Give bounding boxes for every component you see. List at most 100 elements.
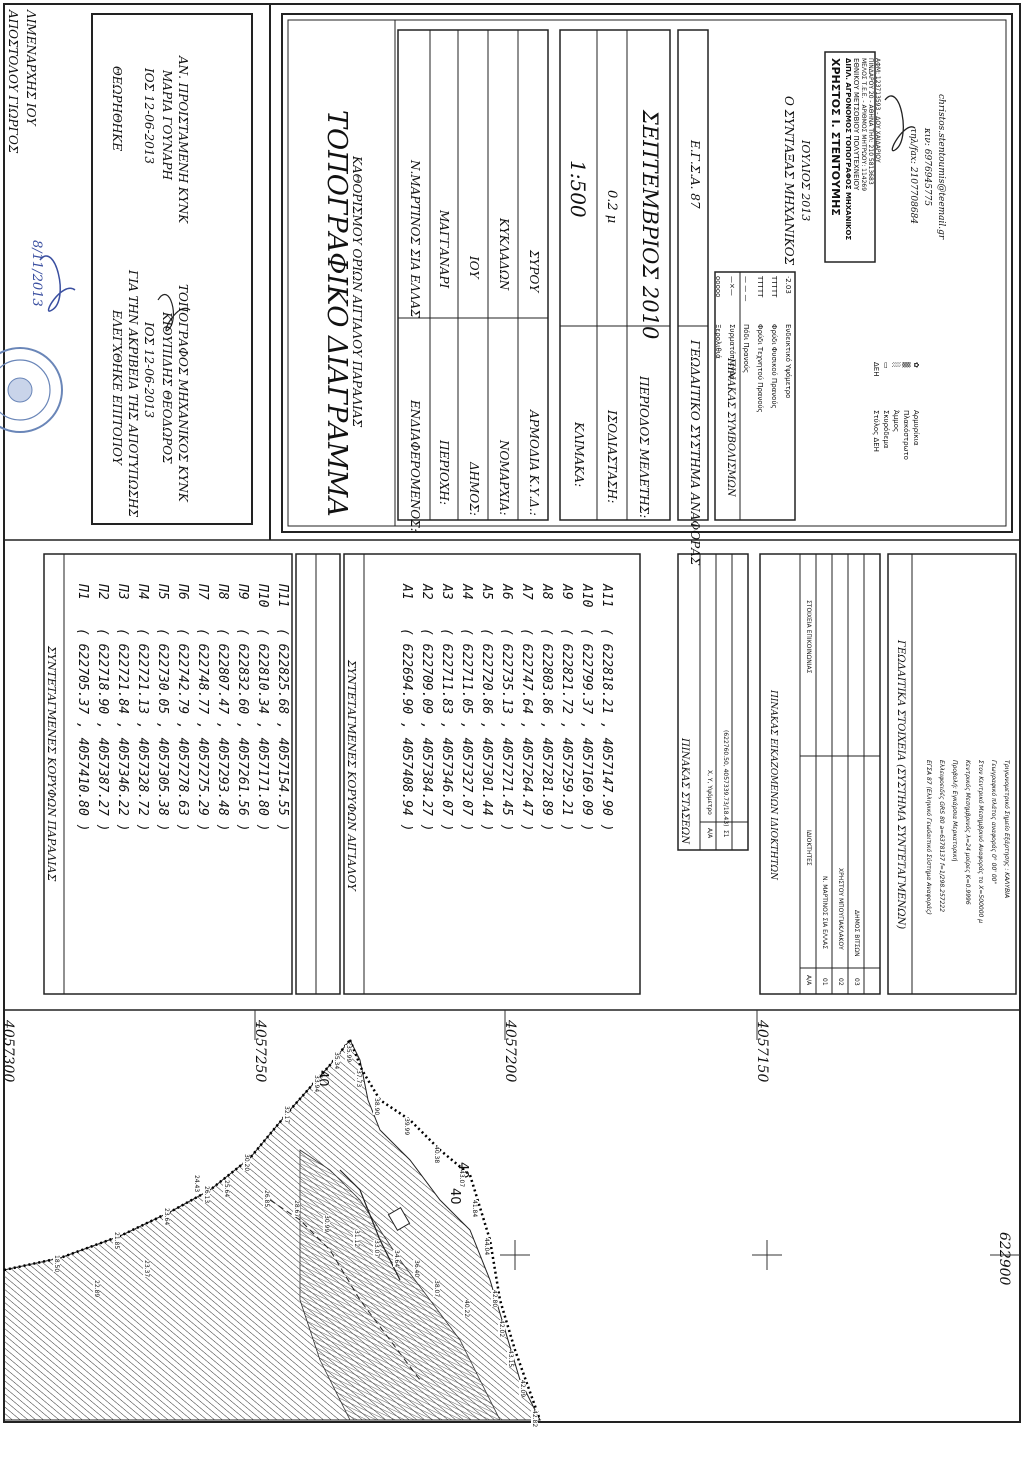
vertex-id: Α4 [459, 584, 474, 600]
legend-item: Πλακόστρωτο [902, 410, 910, 460]
legend-symbol: ░ [892, 362, 900, 368]
table-row: Π4( 622721.13 , 4057328.72 ) [130, 584, 150, 884]
table-row: Π8 ( 622807.47 , 4057293.48 ) [210, 584, 230, 884]
harbor-master-role: ΛΙΜΕΝΑΡΧΗΣ ΙΟΥ [24, 10, 38, 126]
legend-symbol: ΤΤΤΤΤ [770, 276, 778, 298]
spot-height: 41.84 [471, 1200, 478, 1218]
owner-name: ΔΗΜΟΣ ΒΙΤΣΩΝ [853, 910, 860, 957]
vertex-coords: ( 622721.84 , 4057346.22 ) [115, 628, 130, 832]
owners-header-id: Α/Α [805, 975, 812, 986]
spot-height: 40.38 [433, 1146, 440, 1164]
owners-title: ΠΙΝΑΚΑΣ ΕΙΚΑΖΟΜΕΝΩΝ ΙΔΙΟΚΤΗΤΩΝ [768, 690, 778, 880]
grid-label-4057250: 4057250 [252, 1020, 268, 1083]
legend-symbol: ΔΕΗ [872, 362, 880, 377]
vertex-id: Α10 [579, 584, 594, 608]
legend-label: Φρύδι Τεχνητού Πρανούς [756, 324, 764, 413]
vertex-coords: ( 622747.64 , 4057264.47 ) [519, 628, 534, 832]
legend-symbol: ooooo [714, 276, 722, 298]
checked-role: ΤΟΠΟΓΡΑΦΟΣ ΜΗΧΑΝΙΚΟΣ ΚΥΝΚ [176, 284, 190, 502]
stamp-line3: ΜΕΛΟΣ Τ.Ε.Ε. - ΑΡΙΘΜΟΣ ΜΗΤΡΩΟΥ: 114269 [860, 58, 867, 192]
spot-height: 35.99 [345, 1045, 352, 1063]
legend-label: Συρματόπλεγμα [728, 324, 736, 380]
seen-title: ΘΕΩΡΗΘΗΚΕ [110, 66, 124, 152]
drawing-subtitle: ΚΑΘΟΡΙΣΜΟΥ ΟΡΙΩΝ ΑΙΓΙΑΛΟΥ ΠΑΡΑΛΙΑΣ [350, 156, 364, 428]
vertex-id: Α3 [439, 584, 454, 600]
legend-item: Αρμυρίκια [912, 410, 920, 446]
stamp-line4: ΠΙΝΔΑΡΟΥ 20 - ΑΘΗΝΑ ΤΗΛ: 210 5813683 [867, 58, 874, 185]
owner-id: 03 [853, 978, 860, 986]
field-value-kyd: ΣΥΡΟΥ [527, 250, 541, 293]
vertex-id: Α7 [519, 584, 534, 600]
vertex-id: Π1 [75, 584, 90, 600]
contour-label: ΙΣΟΔΙΑΣΤΑΣΗ: [605, 410, 619, 504]
owner-id: 02 [837, 978, 844, 986]
vertex-coords: ( 622720.86 , 4057301.44 ) [479, 628, 494, 832]
legend-item: ΤΤΤΤΤ Φρύδι Φυσικού Πρανούς [764, 276, 778, 516]
phone-fax: τηλ/fax: 2107708684 [908, 128, 918, 225]
spot-height: 21.85 [113, 1232, 120, 1250]
owners-header-name: ΙΔΙΟΚΤΗΤΕΣ [805, 830, 812, 866]
checked-title: ΕΛΕΓΧΘΗΚΕ ΕΠΙΤΟΠΟΥ [110, 310, 124, 465]
spot-height: 37.73 [355, 1070, 362, 1088]
legend-label: Φρύδι Φυσικού Πρανούς [770, 324, 778, 409]
spot-height: 22.89 [93, 1280, 100, 1298]
geodetic-ref-label: ΓΕΩΔΑΙΤΙΚΟ ΣΥΣΤΗΜΑ ΑΝΑΦΟΡΑΣ [688, 340, 702, 566]
scale-label: ΚΛΙΜΑΚΑ: [572, 422, 586, 487]
spot-height: 31.12 [353, 1230, 360, 1248]
vertex-id: Α1 [399, 584, 414, 600]
spot-height: 32.17 [283, 1106, 290, 1124]
owners-header-contact: ΣΤΟΙΧΕΙΑ ΕΠΙΚΟΙΝΩΝΙΑΣ [805, 600, 812, 674]
grid-label-622900: 622900 [996, 1232, 1012, 1286]
stamp-line1: ΔΙΠΛ. ΑΓΡΟΝΟΜΟΣ ΤΟΠΟΓΡΑΦΟΣ ΜΗΧΑΝΙΚΟΣ [844, 58, 852, 241]
vertex-id: Α5 [479, 584, 494, 600]
shore-vertices-table: Π11( 622825.68 , 4057154.55 ) Π10( 62281… [70, 584, 290, 884]
spot-height: 42.82 [531, 1410, 538, 1428]
grid-label-4057200: 4057200 [502, 1020, 518, 1083]
spot-height: 18.50 [53, 1255, 60, 1273]
vertex-id: Α8 [539, 584, 554, 600]
stamp-name: ΧΡΗΣΤΟΣ Ι. ΣΤΕΝΤΟΥΜΗΣ [829, 58, 842, 216]
stations-title: ΠΙΝΑΚΑΣ ΣΤΑΣΕΩΝ [679, 738, 690, 844]
table-row: Α2( 622709.09 , 4057384.27 ) [414, 584, 434, 884]
beach-vertices-title: ΣΥΝΤΕΤΑΓΜΕΝΕΣ ΚΟΡΥΦΩΝ ΑΙΓΙΑΛΟΥ [345, 660, 358, 891]
geodetic-line: Τριγωνομετρικό Σημείο Εξάρτησης : ΚΑΛΥΒΙ… [1003, 760, 1010, 899]
stations-header-id: Α/Α [706, 828, 713, 839]
spot-height: 43.15 [507, 1350, 514, 1368]
table-row: Π2 ( 622718.90 , 4057387.27 ) [90, 584, 110, 884]
geodetic-data-lines: Τριγωνομετρικό Σημείο Εξάρτησης : ΚΑΛΥΒΙ… [919, 760, 1010, 990]
spot-height: 38.90 [373, 1098, 380, 1116]
composed-date: ΙΟΥΛΙΟΣ 2013 [799, 140, 812, 222]
vertex-coords: ( 622832.60 , 4057261.56 ) [235, 628, 250, 832]
spot-height: 26.13 [203, 1186, 210, 1204]
spot-height: 42.02 [498, 1320, 505, 1338]
legend-label: Σκυρόδεμα [882, 410, 890, 449]
vertex-coords: ( 622799.37 , 4057169.09 ) [579, 628, 594, 832]
vertex-coords: ( 622718.90 , 4057387.27 ) [95, 628, 110, 832]
vertex-id: Α6 [499, 584, 514, 600]
table-row: Π7( 622748.77 , 4057275.29 ) [190, 584, 210, 884]
vertex-coords: ( 622825.68 , 4057154.55 ) [275, 628, 290, 832]
legend-symbol: —×— [728, 276, 736, 296]
spot-height: 25.64 [223, 1180, 230, 1198]
checked-name: ΚΙΟΥΠΙΔΗΣ ΘΕΟΔΩΡΟΣ [160, 312, 174, 464]
vertex-coords: ( 622807.47 , 4057293.48 ) [215, 628, 230, 832]
vertex-id: Π2 [95, 584, 110, 600]
vertex-id: Π4 [135, 584, 150, 600]
vertex-coords: ( 622730.05 , 4057305.38 ) [155, 628, 170, 832]
legend-label: Ξερολιθιά [714, 324, 722, 359]
vertex-coords: ( 622818.21 , 4057147.90 ) [599, 628, 614, 832]
vertex-coords: ( 622748.77 , 4057275.29 ) [195, 628, 210, 832]
table-row: Α8( 622803.86 , 4057281.89 ) [534, 584, 554, 884]
field-label-interested: ΕΝΔΙΑΦΕΡΟΜΕΝΟΣ: [408, 400, 422, 532]
owner-name: Ν. ΜΑΡΤΙΝΟΣ ΣΙΑ ΕΛΛΑΣ [821, 876, 828, 950]
grid-label-4057300: 4057300 [0, 1020, 16, 1083]
vertex-id: Α2 [419, 584, 434, 600]
vertex-id: Π8 [215, 584, 230, 600]
spot-height: 38.07 [433, 1280, 440, 1298]
geodetic-line: Γεωγραφικό πλάτος αναφοράς 0° 00' 00" [990, 760, 997, 885]
spot-height: 43.07 [458, 1170, 465, 1188]
checked-line2: ΓΙΑ ΤΗΝ ΑΚΡΙΒΕΙΑ ΤΗΣ ΑΠΟΤΥΠΩΣΗΣ [126, 270, 140, 518]
